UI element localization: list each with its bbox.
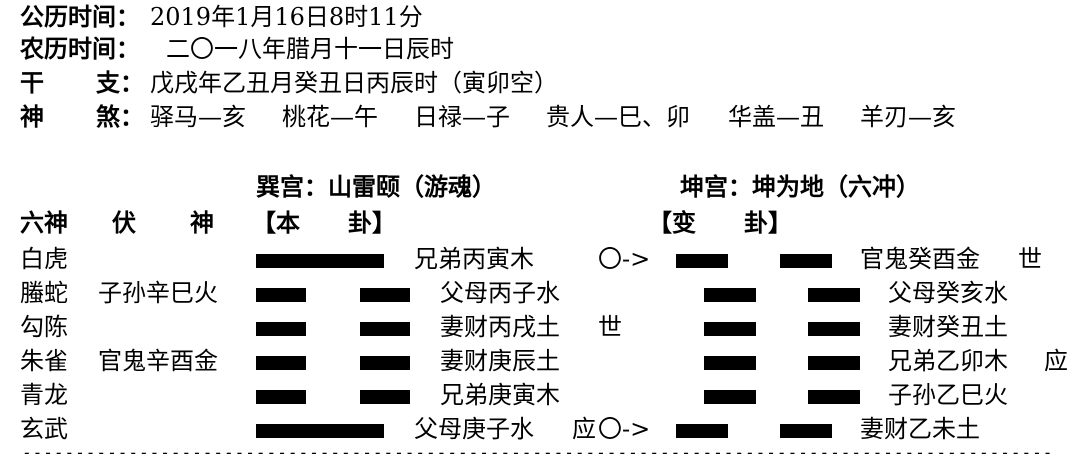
six-god-label: 勾陈 [20, 313, 68, 341]
six-god-label: 螣蛇 [20, 279, 68, 307]
shensha-item: 贵人—巳、卯 [546, 103, 690, 131]
dashed-divider: ----------------------------------------… [22, 444, 1054, 462]
changed-line-label: 兄弟乙卯木 [888, 347, 1008, 375]
changed-yin-line [676, 254, 832, 268]
changed-yin-line [704, 288, 860, 302]
moving-line-marker: 〇-> [598, 415, 651, 443]
lunar-label: 农历时间： [20, 34, 140, 63]
main-yin-line [256, 356, 410, 370]
shensha-item: 桃花—午 [282, 103, 378, 131]
moving-line-marker: 〇-> [598, 245, 651, 273]
main-hexagram-title: 巽宫：山雷颐（游魂） [256, 172, 496, 201]
six-god-label: 青龙 [20, 381, 68, 409]
ganzhi-label-zhi: 支： [96, 68, 144, 97]
hidden-spirit-label: 官鬼辛酉金 [98, 347, 218, 375]
ganzhi-value: 戊戌年乙丑月癸丑日丙辰时（寅卯空） [150, 69, 558, 97]
column-header-liushen: 六神 [20, 208, 68, 237]
changed-yin-line [676, 424, 832, 438]
column-header-changed-hexagram: 【变 卦】 [648, 208, 792, 237]
main-yang-line [256, 254, 384, 268]
column-header-fushen-a: 伏 [112, 208, 136, 237]
changed-line-label: 子孙乙巳火 [888, 381, 1008, 409]
shensha-item: 华盖—丑 [728, 103, 824, 131]
column-header-fushen-b: 神 [190, 208, 214, 237]
main-line-label: 妻财丙戌土 [440, 313, 560, 341]
main-line-label: 兄弟丙寅木 [414, 245, 534, 273]
six-god-label: 玄武 [20, 415, 68, 443]
main-line-label: 妻财庚辰土 [440, 347, 560, 375]
lunar-time-value: 二〇一八年腊月十一日辰时 [166, 35, 454, 63]
changed-line-label: 妻财乙未土 [860, 415, 980, 443]
changed-line-label: 妻财癸丑土 [888, 313, 1008, 341]
shensha-label-shen: 神 [20, 102, 44, 131]
shensha-item: 日禄—子 [414, 103, 510, 131]
ying-marker: 应 [1044, 347, 1068, 375]
main-yin-line [256, 288, 410, 302]
changed-yin-line [704, 322, 860, 336]
shi-marker: 世 [1018, 245, 1042, 273]
column-header-main-hexagram: 【本 卦】 [252, 208, 396, 237]
shensha-item: 羊刃—亥 [860, 103, 956, 131]
ying-marker: 应 [572, 415, 596, 443]
main-yang-line [256, 424, 384, 438]
solar-time-value: 2019年1月16日8时11分 [150, 3, 423, 31]
shi-marker: 世 [598, 313, 622, 341]
shensha-label-sha: 煞： [96, 102, 144, 131]
main-yin-line [256, 390, 410, 404]
main-yin-line [256, 322, 410, 336]
six-god-label: 白虎 [20, 245, 68, 273]
main-line-label: 兄弟庚寅木 [440, 381, 560, 409]
main-line-label: 父母庚子水 [414, 415, 534, 443]
changed-line-label: 官鬼癸酉金 [860, 245, 980, 273]
changed-yin-line [704, 390, 860, 404]
changed-hexagram-title: 坤宫：坤为地（六冲） [680, 172, 920, 201]
shensha-item: 驿马—亥 [150, 103, 246, 131]
changed-line-label: 父母癸亥水 [888, 279, 1008, 307]
six-god-label: 朱雀 [20, 347, 68, 375]
main-line-label: 父母丙子水 [440, 279, 560, 307]
hidden-spirit-label: 子孙辛巳火 [98, 279, 218, 307]
ganzhi-label-gan: 干 [20, 68, 44, 97]
changed-yin-line [704, 356, 860, 370]
solar-label: 公历时间： [20, 2, 140, 31]
